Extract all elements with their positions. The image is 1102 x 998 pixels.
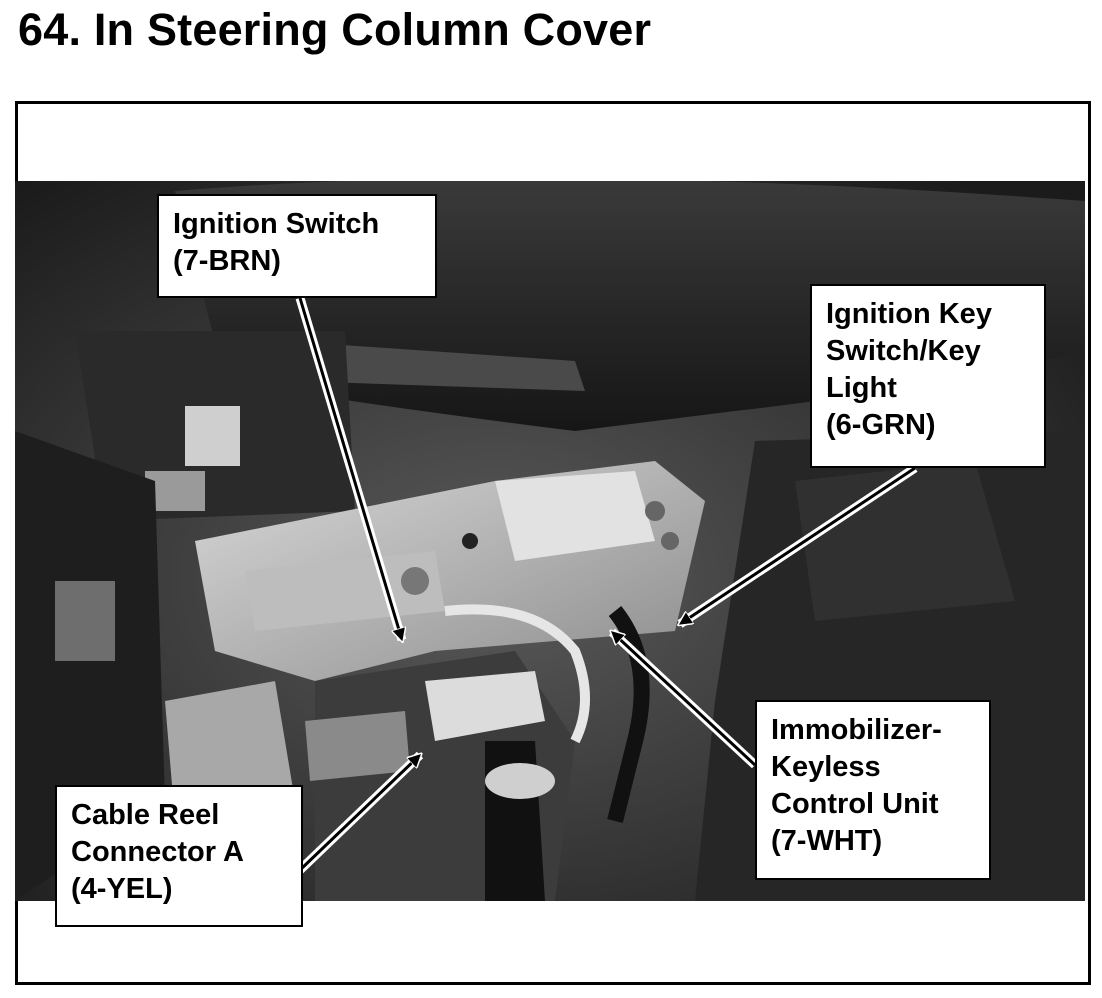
page-title: 64. In Steering Column Cover xyxy=(18,4,652,55)
callout-line: (7-BRN) xyxy=(173,245,281,277)
arrow-ignition-switch xyxy=(295,296,402,640)
callout-line: Immobilizer- xyxy=(771,714,942,746)
callout-ignition-key-switch: Ignition Key Switch/Key Light (6-GRN) xyxy=(810,284,1046,468)
callout-line: Control Unit xyxy=(771,788,939,820)
callout-line: Light xyxy=(826,372,897,404)
callout-line: Ignition Switch xyxy=(173,208,380,240)
callout-line: (6-GRN) xyxy=(826,409,936,441)
callout-line: Cable Reel xyxy=(71,799,220,831)
callout-line: Ignition Key xyxy=(826,298,992,330)
arrow-cable-reel xyxy=(296,751,420,874)
callout-cable-reel: Cable Reel Connector A (4-YEL) xyxy=(55,785,303,927)
arrow-ignition-key-switch xyxy=(680,464,918,628)
callout-line: Connector A xyxy=(71,836,244,868)
callout-line: (4-YEL) xyxy=(71,873,173,905)
callout-ignition-switch: Ignition Switch (7-BRN) xyxy=(157,194,437,298)
callout-line: Keyless xyxy=(771,751,881,783)
callout-immobilizer: Immobilizer- Keyless Control Unit (7-WHT… xyxy=(755,700,991,880)
callout-line: (7-WHT) xyxy=(771,825,883,857)
arrow-immobilizer xyxy=(612,628,759,769)
callout-line: Switch/Key xyxy=(826,335,981,367)
